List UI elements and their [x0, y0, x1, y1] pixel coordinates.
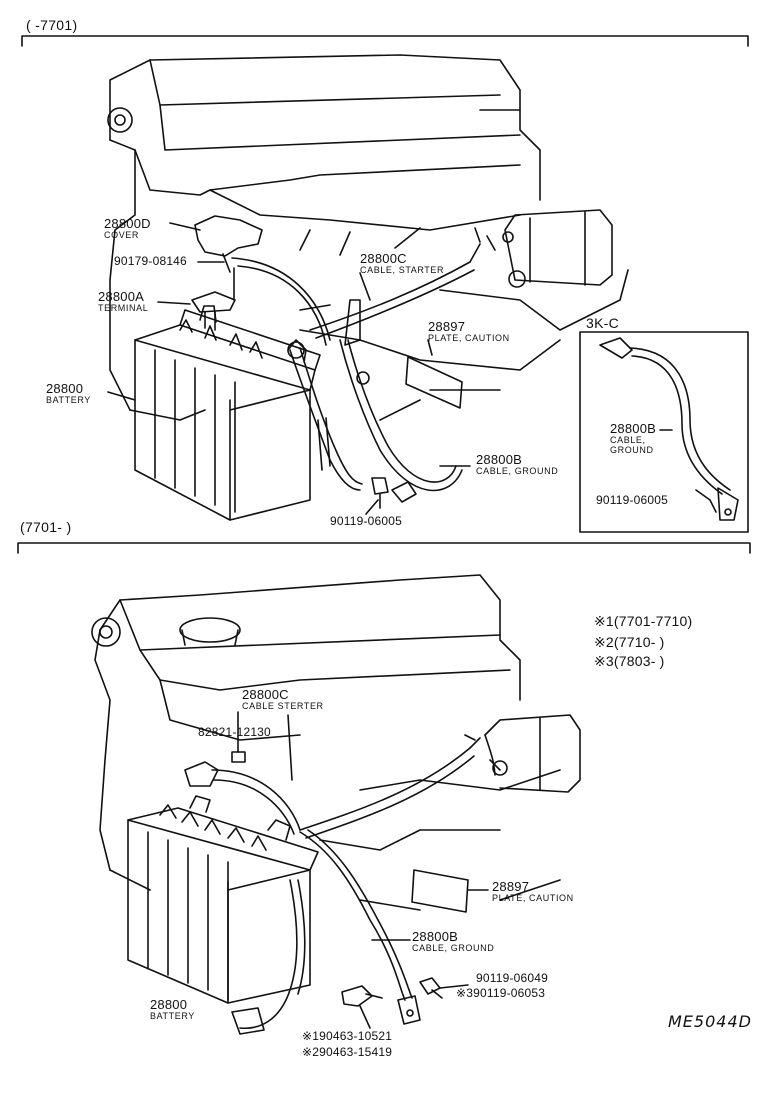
- top-ground-cable-part-number: 28800B: [476, 452, 523, 467]
- note-2: ※2(7710- ): [594, 634, 665, 650]
- bottom-clip: [341, 985, 383, 1007]
- bottom-starter-cable-name: CABLE STERTER: [242, 701, 324, 711]
- inset-bolt-number: 90119-06005: [596, 493, 669, 507]
- top-starter-cable-part-number: 28800C: [360, 251, 407, 266]
- top-ground-cable: [287, 339, 463, 503]
- top-engine-outline: [107, 54, 629, 421]
- note-3: ※3(7803- ): [594, 653, 665, 669]
- bottom-clamp-part-number: 82821-12130: [198, 725, 271, 739]
- top-caution-leader: [427, 339, 433, 356]
- inset-ground-cable: [599, 337, 739, 521]
- top-ground-cable-name: CABLE, GROUND: [476, 466, 559, 476]
- top-cover-part-number: 28800D: [104, 216, 151, 231]
- top-battery-name: BATTERY: [46, 395, 91, 405]
- top-cover-bolt-number: 90179-08146: [114, 254, 187, 268]
- bottom-starter-motor: [464, 714, 581, 793]
- top-terminal-part-number: 28800A: [98, 289, 145, 304]
- drawing-code: ME5044D: [668, 1012, 752, 1031]
- top-caution-name: PLATE, CAUTION: [428, 333, 510, 343]
- top-ground-bolt-number: 90119-06005: [330, 514, 403, 528]
- inset-box: [579, 331, 749, 533]
- top-range-label: ( -7701): [26, 17, 78, 33]
- inset-ground-cable-name-2: GROUND: [610, 445, 654, 455]
- bottom-starter-cable: [184, 737, 481, 839]
- bottom-clip-number-1: ※190463-10521: [302, 1029, 393, 1043]
- bottom-ground-cable-part-number: 28800B: [412, 929, 459, 944]
- bottom-ground-cable-name: CABLE, GROUND: [412, 943, 495, 953]
- inset-ground-cable-name-1: CABLE,: [610, 435, 646, 445]
- bottom-range-label: (7701- ): [20, 519, 72, 535]
- bottom-caution-part-number: 28897: [492, 879, 530, 894]
- bottom-battery: [127, 795, 319, 1004]
- top-battery-part-number: 28800: [46, 381, 84, 396]
- inset-ground-cable-part-number: 28800B: [610, 421, 657, 436]
- bottom-battery-part-number: 28800: [150, 997, 188, 1012]
- bottom-engine-outline: [91, 574, 561, 911]
- top-battery: [134, 305, 321, 521]
- bottom-starter-cable-part-number: 28800C: [242, 687, 289, 702]
- bottom-battery-name: BATTERY: [150, 1011, 195, 1021]
- top-starter-motor: [474, 209, 613, 288]
- top-cover-terminal: [191, 215, 263, 331]
- top-starter-cable-name: CABLE, STARTER: [360, 265, 445, 275]
- top-bolt: [371, 477, 389, 509]
- top-terminal-name: TERMINAL: [98, 303, 149, 313]
- top-caution-part-number: 28897: [428, 319, 466, 334]
- top-starter-cable: [231, 243, 481, 346]
- note-1: ※1(7701-7710): [594, 613, 693, 629]
- bottom-caution-plate: [411, 869, 469, 913]
- bottom-section-bracket: [17, 542, 751, 554]
- bottom-clip-number-2: ※290463-15419: [302, 1045, 393, 1059]
- bottom-bolt-number-1: 90119-06049: [476, 971, 549, 985]
- bottom-bolt: [419, 977, 443, 999]
- bottom-caution-name: PLATE, CAUTION: [492, 893, 574, 903]
- bottom-ground-cable: [231, 829, 421, 1035]
- top-section-bracket: [21, 35, 749, 47]
- top-cover-name: COVER: [104, 230, 140, 240]
- bottom-bolt-number-2: ※390119-06053: [456, 986, 546, 1000]
- top-caution-plate: [405, 356, 463, 409]
- inset-engine-label: 3K-C: [586, 315, 620, 331]
